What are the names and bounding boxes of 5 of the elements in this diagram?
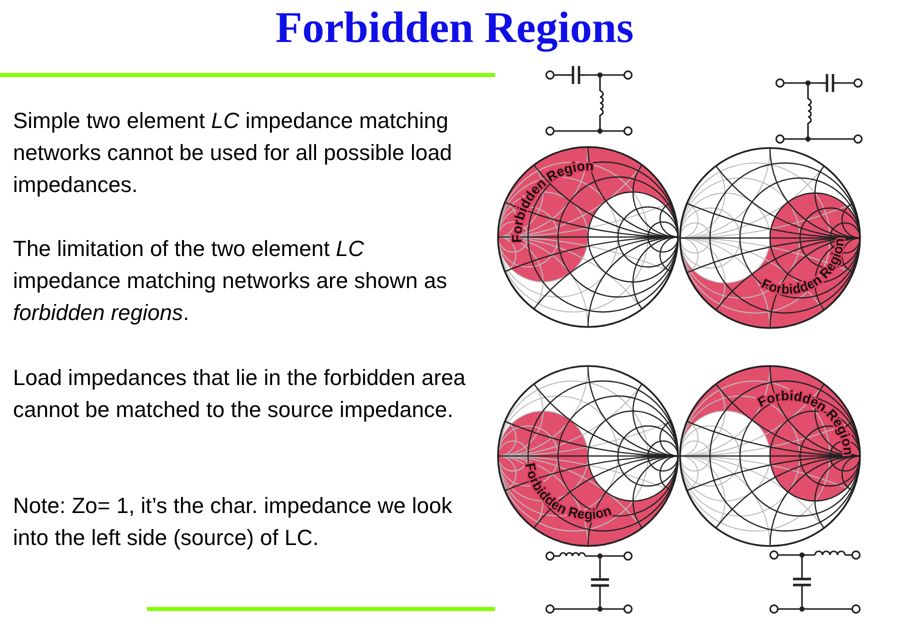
slide-title: Forbidden Regions: [274, 2, 635, 54]
body-paragraph: Note: Zo= 1, it’s the char. impedance we look into the left side (source) of LC.: [13, 492, 454, 552]
body-paragraph: Simple two element LC impedance matching networks cannot be used for all possible load impedances.: [13, 107, 454, 199]
body-paragraph: The limitation of the two element LC impedance matching networks are shown as forbidden regions.: [13, 235, 448, 327]
body-paragraph: Load impedances that lie in the forbidden area cannot be matched to the source impedance.: [13, 364, 467, 424]
